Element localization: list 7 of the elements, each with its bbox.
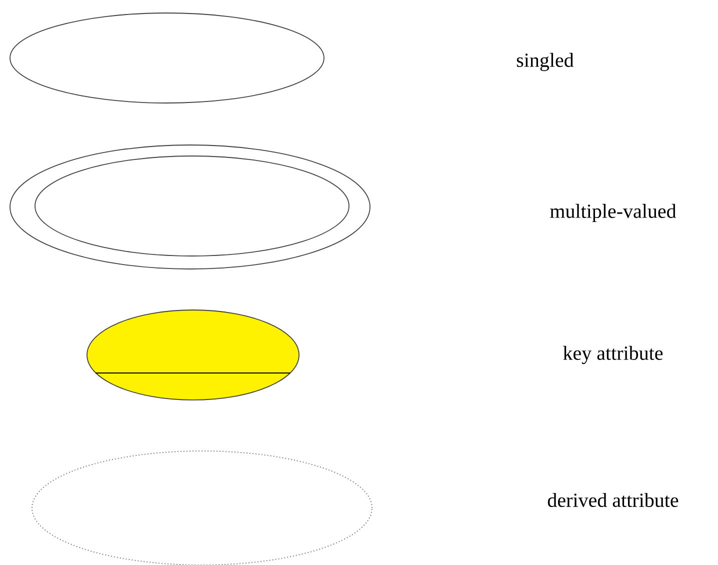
legend-label: derived attribute bbox=[548, 492, 678, 508]
attribute-ellipse bbox=[10, 12, 324, 104]
double-ellipse bbox=[10, 144, 370, 270]
legend-label: key attribute bbox=[563, 346, 663, 364]
legend-label: multiple-valued bbox=[550, 204, 676, 222]
key-ellipse bbox=[86, 310, 300, 400]
legend-label: singled bbox=[516, 52, 574, 72]
